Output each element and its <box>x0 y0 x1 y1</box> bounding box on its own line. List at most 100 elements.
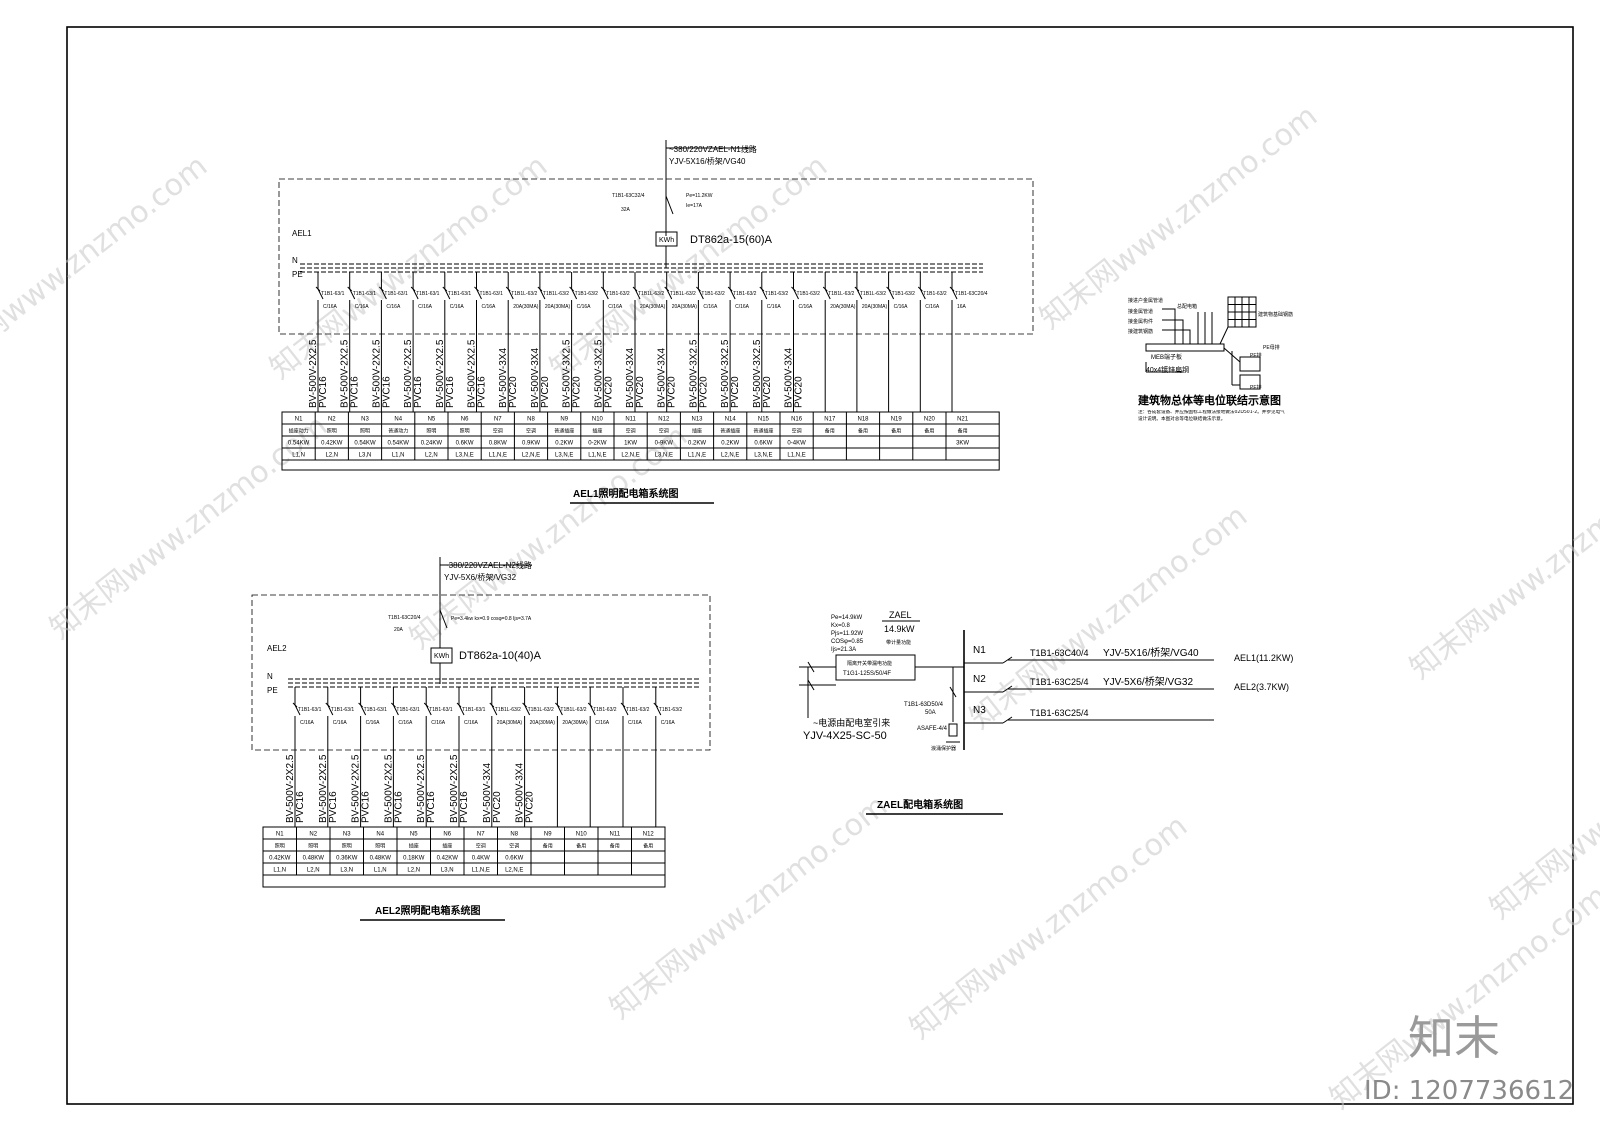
breaker-switch-symbol <box>589 704 596 716</box>
breaker-switch-symbol <box>729 288 736 300</box>
branch-conduit-spec: PVC20 <box>730 376 741 408</box>
breaker-x-mark <box>569 286 574 292</box>
zael-output-breaker: T1B1-63C25/4 <box>1030 708 1089 718</box>
ael2-box-label: AEL2 <box>267 644 287 653</box>
watermark-text: 知末网www.znzmo.com <box>1033 98 1324 336</box>
breaker-switch-symbol <box>524 704 531 716</box>
breaker-switch-symbol <box>666 288 673 300</box>
breaker-rating: 20A(30MA) <box>672 304 698 310</box>
zael-param: Ijs=21.3A <box>831 647 856 653</box>
breaker-model: T1B1-63/2 <box>659 707 683 713</box>
breaker-switch-symbol <box>476 288 482 300</box>
breaker-switch-symbol <box>458 704 465 716</box>
bond-label-left-1: 接金属管道 <box>1128 308 1153 315</box>
table-circuit-use: 照明 <box>360 429 370 435</box>
table-circuit-id: N4 <box>394 417 402 423</box>
table-circuit-phase: L3,N,E <box>655 453 673 459</box>
breaker-model: T1B1-63/1 <box>353 291 377 297</box>
ael2-box-outline <box>251 594 711 751</box>
breaker-x-mark <box>537 286 543 292</box>
bond-pe1-label: PE排 <box>1250 352 1262 359</box>
table-circuit-phase: L2,N,E <box>505 868 523 874</box>
breaker-model: T1B1-63/2 <box>593 707 617 713</box>
breaker-switch-symbol <box>655 704 662 716</box>
bond-notes: 注：各成套设备、并应按国标工程做法接地做法02D501-2。并参见电气设计说明。… <box>1138 410 1285 422</box>
table-circuit-use: 照明 <box>342 844 352 850</box>
breaker-x-mark <box>653 702 659 708</box>
table-circuit-use: 照明 <box>426 429 436 435</box>
zael-output-breaker: T1B1-63C25/4 <box>1030 677 1089 687</box>
table-circuit-use: 照明 <box>275 844 285 850</box>
table-circuit-id: N5 <box>428 417 436 423</box>
breaker-rating: 20A(30MA) <box>545 304 571 310</box>
table-circuit-phase: L1,N <box>292 453 305 459</box>
table-circuit-power: 0.9KW <box>522 441 540 447</box>
breaker-rating: C/16A <box>595 720 610 726</box>
bond-label-panel: 总配电箱 <box>1177 303 1197 310</box>
table-circuit-id: N10 <box>576 832 588 838</box>
breaker-rating: C/16A <box>386 304 401 310</box>
breaker-rating: C/16A <box>767 304 782 310</box>
zael-output-destination: AEL1(11.2KW) <box>1234 653 1293 663</box>
breaker-switch-symbol <box>951 288 958 300</box>
zael-note: 带计量功能 <box>886 639 911 646</box>
zael-panel-diagram: ZAEL 14.9kW 带计量功能 Pe=14.9kW Kx=0.8 Pjs=1… <box>799 610 1293 815</box>
branch-cable-spec: BV-500V-3X4 <box>482 763 493 823</box>
breaker-switch-symbol <box>507 288 514 300</box>
branch-cable-spec: BV-500V-2X2.5 <box>435 339 446 408</box>
zael-power: 14.9kW <box>884 624 915 634</box>
equipotential-bonding-diagram: 接进户金属管道 接金属管道 接金属构件 接建筑钢筋 总配电箱 建筑物基础钢筋 P… <box>1128 296 1293 422</box>
breaker-x-mark <box>917 286 923 292</box>
breaker-model: T1B1L-63/2 <box>638 291 664 297</box>
breaker-x-mark <box>522 702 527 708</box>
breaker-x-mark <box>474 286 479 292</box>
ael1-n-label: N <box>292 256 298 265</box>
branch-cable-spec: BV-500V-3X4 <box>515 763 526 823</box>
breaker-rating: C/16A <box>661 720 676 726</box>
breaker-model: T1B1L-63/2 <box>560 707 586 713</box>
table-circuit-power: 0.36KW <box>336 856 358 862</box>
table-circuit-phase: L2,N,E <box>522 453 540 459</box>
breaker-switch-symbol <box>761 288 768 300</box>
table-circuit-use: 空调 <box>792 428 802 435</box>
table-frame <box>281 411 1000 471</box>
zael-output-cable: YJV-5X6/桥架/VG32 <box>1103 676 1193 688</box>
breaker-model: T1B1-63/1 <box>321 291 345 297</box>
branch-cable-spec: BV-500V-3X4 <box>498 348 509 408</box>
table-circuit-use: 备用 <box>610 843 620 850</box>
table-circuit-use: 照明 <box>375 844 385 850</box>
branch-conduit-spec: PVC16 <box>318 376 329 408</box>
table-circuit-power: 0.6KW <box>754 441 772 447</box>
breaker-rating: C/16A <box>418 304 433 310</box>
table-circuit-power: 0.2KW <box>721 441 739 447</box>
table-circuit-id: N14 <box>725 417 737 423</box>
table-circuit-power: 1KW <box>624 441 637 447</box>
table-circuit-phase: L1,N <box>374 868 387 874</box>
table-circuit-phase: L3,N <box>359 453 372 459</box>
zael-output-cable: YJV-5X16/桥架/VG40 <box>1103 647 1199 659</box>
zael-output-destination: AEL2(3.7KW) <box>1234 682 1289 692</box>
branch-conduit-spec: PVC16 <box>477 376 488 408</box>
breaker-x-mark <box>822 286 828 292</box>
branch-conduit-spec: PVC16 <box>381 376 392 408</box>
breaker-rating: C/16A <box>355 304 370 310</box>
zael-output-id: N1 <box>973 645 986 656</box>
table-circuit-id: N1 <box>295 417 303 423</box>
branch-cable-spec: BV-500V-3X4 <box>657 348 668 408</box>
breaker-x-mark <box>854 286 860 292</box>
zael-isolator-note: 隔离开关带漏电功能 <box>847 660 892 667</box>
table-circuit-id: N21 <box>957 417 969 423</box>
breaker-model: T1B1L-63/2 <box>860 291 886 297</box>
bond-label-left-3: 接建筑钢筋 <box>1128 328 1153 335</box>
bond-meb-label: MEB端子板 <box>1151 353 1182 361</box>
breaker-model: T1B1-63/2 <box>606 291 630 297</box>
table-circuit-id: N9 <box>560 417 568 423</box>
breaker-rating: 20A(30MA) <box>530 720 556 726</box>
breaker-rating: C/16A <box>894 304 909 310</box>
breaker-x-mark <box>664 286 670 292</box>
breaker-model: T1B1-63/2 <box>701 291 725 297</box>
breaker-switch-symbol <box>919 288 926 300</box>
